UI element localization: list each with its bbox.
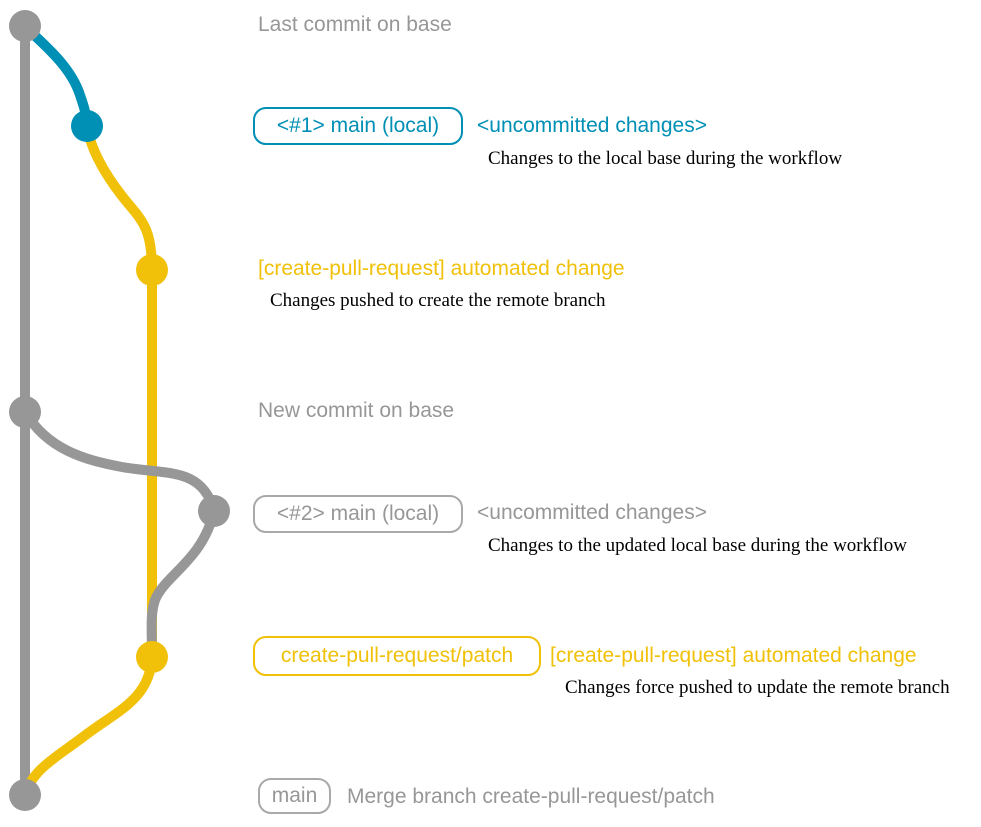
uncommitted-changes-1-heading: <uncommitted changes> — [477, 114, 707, 137]
uncommitted-changes-2-heading: <uncommitted changes> — [477, 501, 707, 524]
main-local-2-badge: <#2> main (local) — [253, 495, 463, 533]
commit-dot-new-base — [9, 396, 41, 428]
commit-dot-local-1 — [71, 110, 103, 142]
commit-dot-remote-2 — [136, 641, 168, 673]
updated-local-branch-out-line — [20, 407, 219, 516]
uncommitted-changes-2-note: Changes to the updated local base during… — [488, 535, 907, 556]
commit-dot-remote-1 — [136, 254, 168, 286]
merge-commit-label: Merge branch create-pull-request/patch — [347, 785, 715, 808]
main-local-1-badge: <#1> main (local) — [253, 107, 463, 145]
updated-local-branch-in-line — [146, 506, 219, 662]
automated-change-1-note: Changes pushed to create the remote bran… — [270, 290, 606, 311]
automated-change-1-heading: [create-pull-request] automated change — [258, 257, 625, 280]
new-commit-label: New commit on base — [258, 399, 455, 422]
local-changes-branch-line — [20, 21, 92, 131]
commit-dot-local-2 — [198, 495, 230, 527]
uncommitted-changes-1-note: Changes to the local base during the wor… — [488, 148, 843, 169]
commit-dot-last-base — [9, 10, 41, 42]
main-branch-badge: main — [258, 778, 331, 814]
commit-dot-merge — [9, 779, 41, 811]
patch-branch-badge: create-pull-request/patch — [253, 636, 541, 676]
automated-change-2-heading: [create-pull-request] automated change — [550, 644, 917, 667]
automated-change-2-note: Changes force pushed to update the remot… — [565, 677, 950, 698]
last-commit-label: Last commit on base — [258, 13, 452, 36]
